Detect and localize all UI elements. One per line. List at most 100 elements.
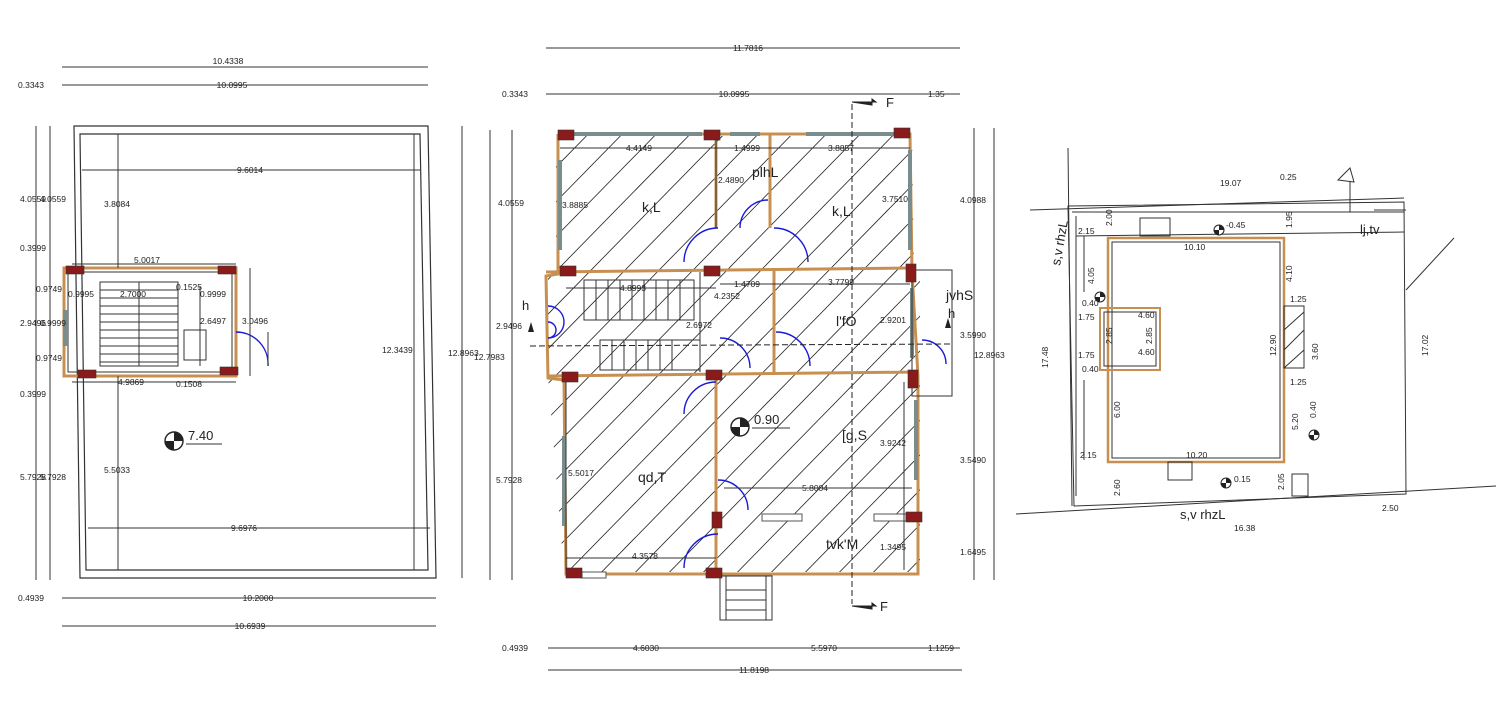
dim-label: 16.38 bbox=[1234, 523, 1256, 533]
dim-label: 5.8004 bbox=[802, 483, 828, 493]
dim-label: 10.20 bbox=[1186, 450, 1208, 460]
dim-label: 4.10 bbox=[1284, 265, 1294, 282]
dim-label: 10.0995 bbox=[719, 89, 750, 99]
dim-label: 10.10 bbox=[1184, 242, 1206, 252]
center-plan: F F h h 11.7816 0.3343 bbox=[40, 43, 1486, 675]
dim-label: 0.9999 bbox=[40, 318, 66, 328]
dim-label: 3.0496 bbox=[242, 316, 268, 326]
hatch-line bbox=[1026, 120, 1486, 590]
dim-label: 0.9999 bbox=[200, 289, 226, 299]
hatch-line bbox=[583, 136, 920, 572]
hatch-line bbox=[821, 136, 920, 572]
dim-label: 6.00 bbox=[1112, 401, 1122, 418]
site-plan: s,v rhzL lj,tv s,v rhzL 19.07 0.25 2.00 … bbox=[1015, 147, 1497, 533]
dim-label: 1.35 bbox=[928, 89, 945, 99]
dim-label: 5.5033 bbox=[104, 465, 130, 475]
dim-label: 0.4939 bbox=[502, 643, 528, 653]
room-label: plhL bbox=[752, 164, 779, 180]
dim-label: 2.9201 bbox=[880, 315, 906, 325]
dim-label: 11.7816 bbox=[733, 43, 763, 53]
dim-label: 12.7983 bbox=[474, 352, 505, 362]
dim-label: 1.6495 bbox=[960, 547, 986, 557]
dim-label: 4.2352 bbox=[714, 291, 740, 301]
dim-label: 5.5017 bbox=[568, 468, 594, 478]
dim-label: 5.0017 bbox=[134, 255, 160, 265]
dim-label: 4.0988 bbox=[960, 195, 986, 205]
dim-label: 17.48 bbox=[1040, 346, 1050, 368]
level-value: 0.40 bbox=[1308, 401, 1318, 418]
dim-label: 0.3999 bbox=[20, 389, 46, 399]
section-mark: F bbox=[886, 95, 894, 110]
section-mark: h bbox=[948, 306, 955, 321]
dim-label: 2.6972 bbox=[686, 320, 712, 330]
dim-label: 12.8963 bbox=[448, 348, 479, 358]
dim-label: 0.3999 bbox=[20, 243, 46, 253]
section-mark: h bbox=[522, 298, 529, 313]
dim-label: 10.4338 bbox=[213, 56, 244, 66]
dim-label: 1.75 bbox=[1078, 350, 1095, 360]
dim-label: 1.4999 bbox=[734, 143, 760, 153]
hatch-line bbox=[548, 136, 841, 572]
column bbox=[77, 369, 97, 379]
dim-label: 5.20 bbox=[1290, 413, 1300, 430]
dim-label: 4.4149 bbox=[626, 143, 652, 153]
dim-label: 12.90 bbox=[1268, 334, 1278, 356]
dim-label: 10.2000 bbox=[243, 593, 274, 603]
column bbox=[217, 265, 237, 275]
dim-label: 4.60 bbox=[1138, 347, 1155, 357]
road-label: lj,tv bbox=[1360, 222, 1380, 237]
hatch-line bbox=[548, 136, 637, 572]
dim-label: 2.9496 bbox=[496, 321, 522, 331]
hatch-line bbox=[548, 136, 773, 572]
dim-label: 5.7928 bbox=[20, 472, 46, 482]
dim-label: 3.8885 bbox=[562, 200, 588, 210]
dim-label: 2.85 bbox=[1144, 327, 1154, 344]
level-value: 0.90 bbox=[754, 412, 779, 427]
room-label: [g,S bbox=[842, 427, 867, 443]
room-label: tvk'M bbox=[826, 536, 858, 552]
dim-label: 2.6497 bbox=[200, 316, 226, 326]
section-mark: F bbox=[880, 599, 888, 614]
dim-label: 4.9869 bbox=[118, 377, 144, 387]
dim-label: 0.40 bbox=[1082, 298, 1099, 308]
hatch-line bbox=[548, 136, 807, 572]
dim-label: 3.7510 bbox=[882, 194, 908, 204]
column bbox=[65, 265, 85, 275]
dim-label: 4.05 bbox=[1086, 267, 1096, 284]
hatch-line bbox=[753, 136, 920, 572]
dim-label: 12.3439 bbox=[382, 345, 413, 355]
dim-label: 2.05 bbox=[1276, 473, 1286, 490]
section-line bbox=[529, 104, 953, 604]
hatch-line bbox=[40, 120, 500, 590]
columns bbox=[557, 127, 923, 579]
dim-label: 1.95 bbox=[1284, 211, 1294, 228]
dim-label: 4.3578 bbox=[632, 551, 658, 561]
dim-label: 0.40 bbox=[1082, 364, 1099, 374]
dim-label: 0.1525 bbox=[176, 282, 202, 292]
parapet-inner bbox=[79, 133, 429, 571]
hatch-line bbox=[889, 136, 920, 572]
dim-label: 9.6976 bbox=[231, 523, 257, 533]
dim-label: 1.3495 bbox=[880, 542, 906, 552]
dim-label: 1.25 bbox=[1290, 377, 1307, 387]
dim-label: 3.7799 bbox=[828, 277, 854, 287]
dim-label: 4.0559 bbox=[20, 194, 46, 204]
door-swings bbox=[547, 199, 947, 569]
column bbox=[219, 366, 239, 376]
dim-label: 1.1259 bbox=[928, 643, 954, 653]
hatch-line bbox=[548, 136, 920, 572]
dim-label: 5.7928 bbox=[40, 472, 66, 482]
dim-label: 9.6014 bbox=[237, 165, 263, 175]
room-label: k,L bbox=[642, 199, 661, 215]
hatch-line bbox=[548, 136, 603, 572]
dim-label: 0.9749 bbox=[36, 353, 62, 363]
dim-label: 2.60 bbox=[1112, 479, 1122, 496]
hatch-line bbox=[549, 136, 920, 572]
plot-boundary bbox=[73, 125, 437, 579]
level-marker: 7.40 bbox=[164, 428, 222, 451]
dim-label: 0.9995 bbox=[68, 289, 94, 299]
hatch-line bbox=[548, 136, 875, 572]
hatch-line bbox=[548, 136, 671, 572]
dim-label: 5.7928 bbox=[496, 475, 522, 485]
